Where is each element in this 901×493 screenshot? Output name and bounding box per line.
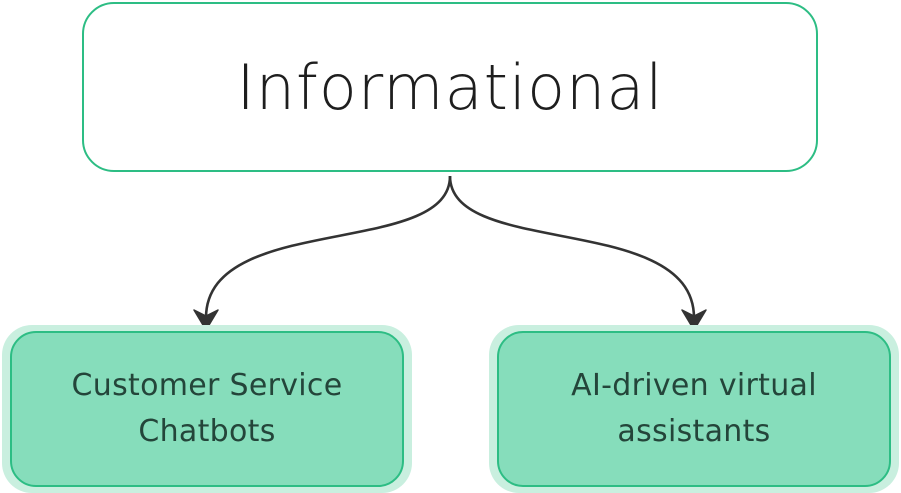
- child-node-ai-assistants: AI-driven virtual assistants: [497, 331, 891, 487]
- child-node-label: AI-driven virtual assistants: [571, 368, 817, 449]
- root-node-label: Informational: [236, 50, 664, 124]
- root-node: Informational: [82, 2, 818, 172]
- child-node-label: Customer Service Chatbots: [71, 368, 343, 449]
- connector-left: [204, 175, 452, 319]
- child-node-customer-service: Customer Service Chatbots: [10, 331, 404, 487]
- connector-right: [448, 175, 696, 319]
